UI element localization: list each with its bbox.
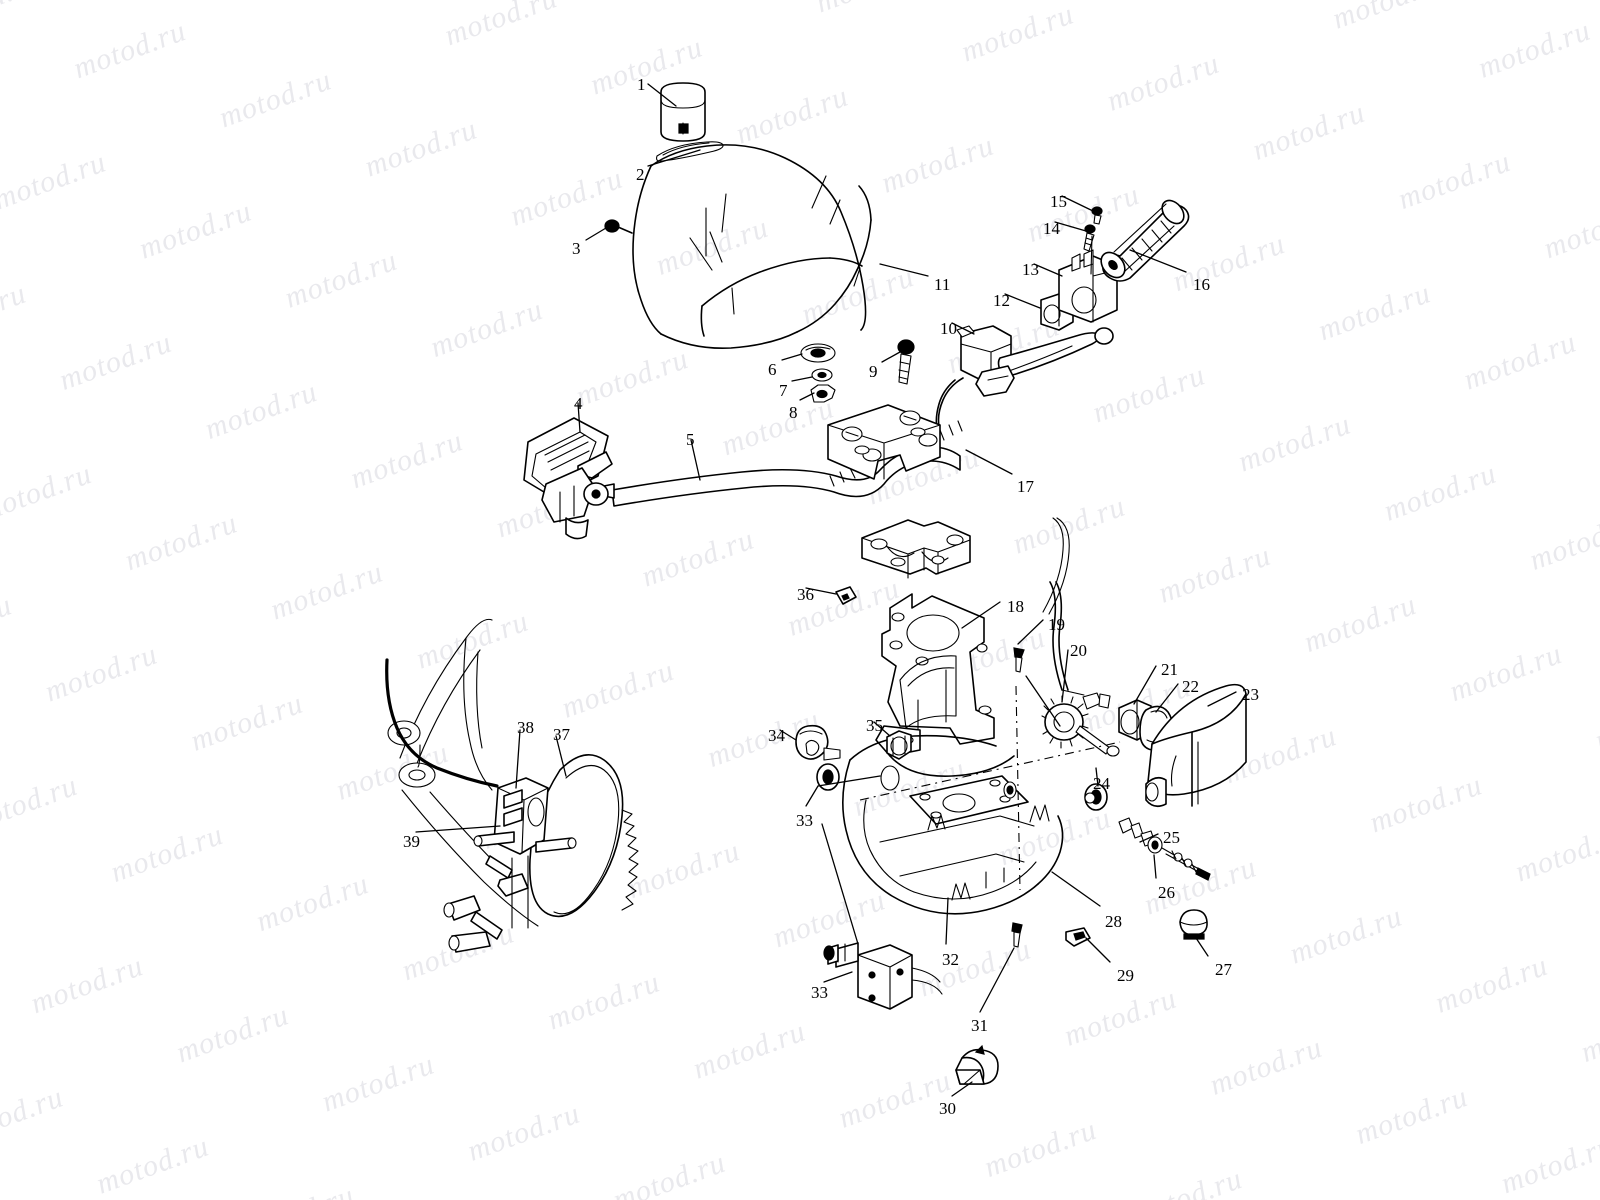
part-ignition-switch: [823, 942, 943, 1010]
callout-ignition-switch: 33: [811, 983, 828, 1002]
callout-headlight-lens: 23: [1242, 685, 1259, 704]
callout-bolt: 9: [869, 362, 878, 381]
part-cap-plug: [1179, 909, 1208, 940]
part-nut: [810, 384, 836, 403]
callout-clip: 29: [1117, 966, 1134, 985]
callout-nut: 8: [789, 403, 798, 422]
callout-brake-caliper: 38: [517, 718, 534, 737]
callout-instrument-gauge: 1: [637, 75, 646, 94]
part-adjuster-knob: [1041, 695, 1120, 757]
part-screw-19: [1013, 647, 1025, 673]
part-headlight-lens: [1145, 683, 1247, 808]
part-screw-31: [1011, 922, 1023, 948]
part-throttle-housing: [1058, 249, 1118, 323]
part-bolt-9: [897, 339, 915, 385]
callout-headlight-pod: 28: [1105, 912, 1122, 931]
callout-left-hand-control-switch: 4: [574, 394, 583, 413]
callout-adjuster-knob: 20: [1070, 641, 1087, 660]
callout-console-cover: 11: [934, 275, 951, 294]
callout-throttle-housing: 13: [1022, 260, 1039, 279]
part-clip-29: [1065, 927, 1091, 947]
part-handlebar-clamp-lower: [861, 519, 971, 579]
part-screw-14: [1083, 224, 1096, 252]
part-headlight-pod: [842, 734, 1096, 915]
part-handgrip: [1100, 199, 1190, 282]
callout-handlebar: 5: [686, 430, 695, 449]
part-brake-assembly: [385, 618, 639, 953]
callout-screw-bracket: 19: [1048, 615, 1065, 634]
callout-cap-plug: 27: [1215, 960, 1232, 979]
part-handlebar: [603, 420, 963, 507]
part-left-control-switch: [523, 417, 613, 540]
callout-handlebar-clamp: 17: [1017, 477, 1034, 496]
callout-screw-small: 15: [1050, 192, 1067, 211]
leader-lines: [415, 83, 1237, 1097]
callout-washer-large: 6: [768, 360, 777, 379]
callout-screw: 3: [572, 239, 581, 258]
callout-ignition-switch-ref: 33: [796, 811, 813, 830]
part-adjuster-screw: [1118, 817, 1211, 881]
callout-gauge-gasket: 2: [636, 165, 645, 184]
callout-screw-throttle: 14: [1043, 219, 1060, 238]
part-screw-15: [1091, 206, 1103, 225]
callout-pod-cover: 32: [942, 950, 959, 969]
callout-spring-nut: 26: [1158, 883, 1175, 902]
callout-brake-disc: 37: [553, 725, 570, 744]
callout-headlight-bracket: 18: [1007, 597, 1024, 616]
callout-grommet: 24: [1093, 774, 1110, 793]
part-washer-large: [800, 343, 836, 363]
part-rubber-pad: [835, 586, 857, 605]
callout-switch-key: 34: [768, 726, 785, 745]
part-cable-clamp: [955, 1044, 999, 1085]
callout-brake-line: 39: [403, 832, 420, 851]
callout-throttle-housing-cap: 12: [993, 291, 1010, 310]
callout-bulb: 22: [1182, 677, 1199, 696]
callout-screw-pod: 31: [971, 1016, 988, 1035]
part-console-cover: [632, 144, 872, 350]
callout-rubber-pad: 36: [797, 585, 814, 604]
part-screw-3: [604, 219, 633, 234]
part-handlebar-clamp-upper: [827, 404, 941, 480]
callout-adjuster-screw: 25: [1163, 828, 1180, 847]
callout-master-cylinder-brake-lever: 10: [940, 319, 957, 338]
callout-washer-small: 7: [779, 381, 788, 400]
part-washer-small: [811, 368, 833, 382]
callout-handgrip: 16: [1193, 275, 1210, 294]
callout-bulb-socket: 21: [1161, 660, 1178, 679]
part-switch-nut: [886, 730, 912, 760]
part-instrument-gauge: [660, 82, 706, 142]
callout-cable-clamp: 30: [939, 1099, 956, 1118]
part-master-cylinder: [935, 325, 1114, 429]
part-switch-key: [795, 724, 841, 791]
part-wire-connector: [1049, 581, 1111, 710]
callout-switch-nut: 35: [866, 716, 883, 735]
